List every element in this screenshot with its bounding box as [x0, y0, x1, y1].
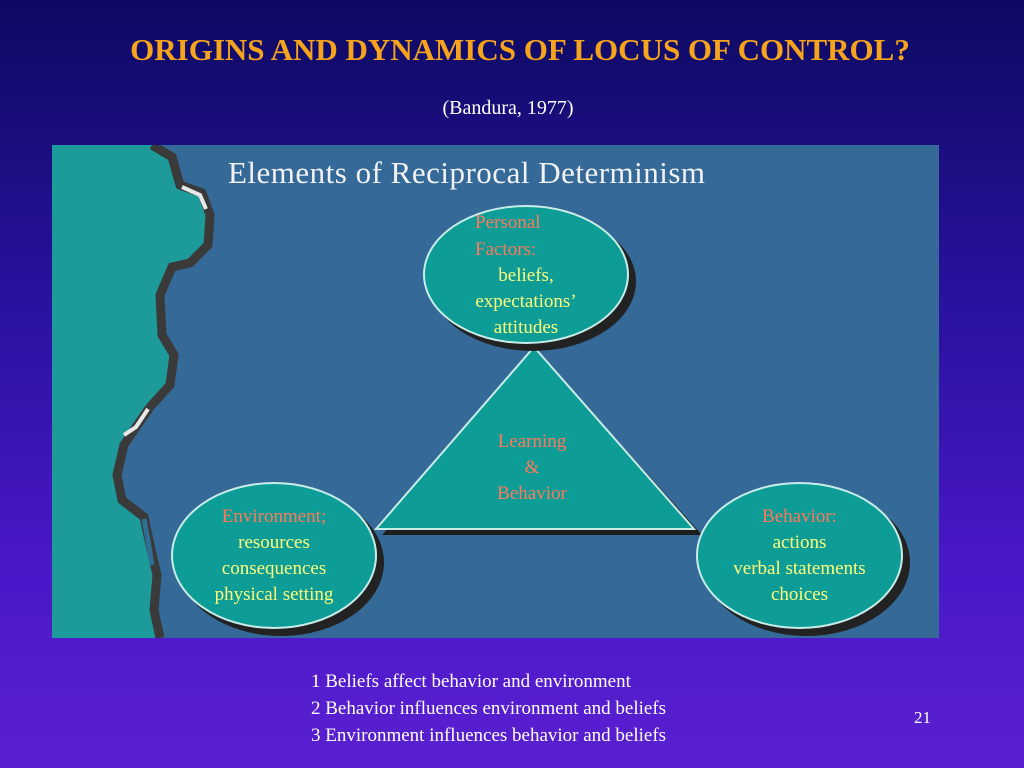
node-heading: Environment;	[221, 505, 327, 527]
notes-list: 1 Beliefs affect behavior and environmen…	[311, 668, 666, 749]
slide-subtitle: (Bandura, 1977)	[442, 97, 574, 119]
learning-behavior-triangle	[373, 345, 702, 535]
node-heading: Behavior:	[762, 505, 837, 527]
page-number: 21	[914, 708, 931, 727]
coastline-graphic	[52, 145, 215, 638]
note-item: 1 Beliefs affect behavior and environmen…	[311, 671, 631, 692]
center-line: Behavior	[497, 483, 567, 504]
node-item: actions	[772, 531, 827, 553]
slide-title: ORIGINS AND DYNAMICS OF LOCUS OF CONTROL…	[130, 32, 910, 67]
note-item: 3 Environment influences behavior and be…	[311, 725, 667, 746]
node-heading: Personal	[475, 211, 541, 233]
node-item: choices	[771, 583, 828, 605]
note-item: 2 Behavior influences environment and be…	[311, 698, 667, 719]
node-heading: Factors:	[475, 238, 537, 260]
center-line: &	[524, 457, 540, 478]
node-item: resources	[238, 531, 310, 553]
center-label: Learning & Behavior	[472, 429, 592, 507]
diagram-panel: Elements of Reciprocal Determinism Learn…	[52, 145, 939, 638]
node-item: verbal statements	[733, 557, 866, 579]
node-item: attitudes	[493, 316, 559, 338]
node-item: beliefs,	[498, 264, 554, 286]
node-environment: Environment; resources consequences phys…	[171, 482, 377, 629]
node-item: consequences	[221, 557, 327, 579]
node-personal-factors: Personal Factors: beliefs, expectations’…	[423, 205, 629, 344]
node-item: expectations’	[475, 290, 577, 312]
node-behavior: Behavior: actions verbal statements choi…	[696, 482, 903, 629]
diagram-title: Elements of Reciprocal Determinism	[228, 155, 706, 190]
node-item: physical setting	[214, 583, 334, 605]
center-line: Learning	[497, 431, 567, 452]
